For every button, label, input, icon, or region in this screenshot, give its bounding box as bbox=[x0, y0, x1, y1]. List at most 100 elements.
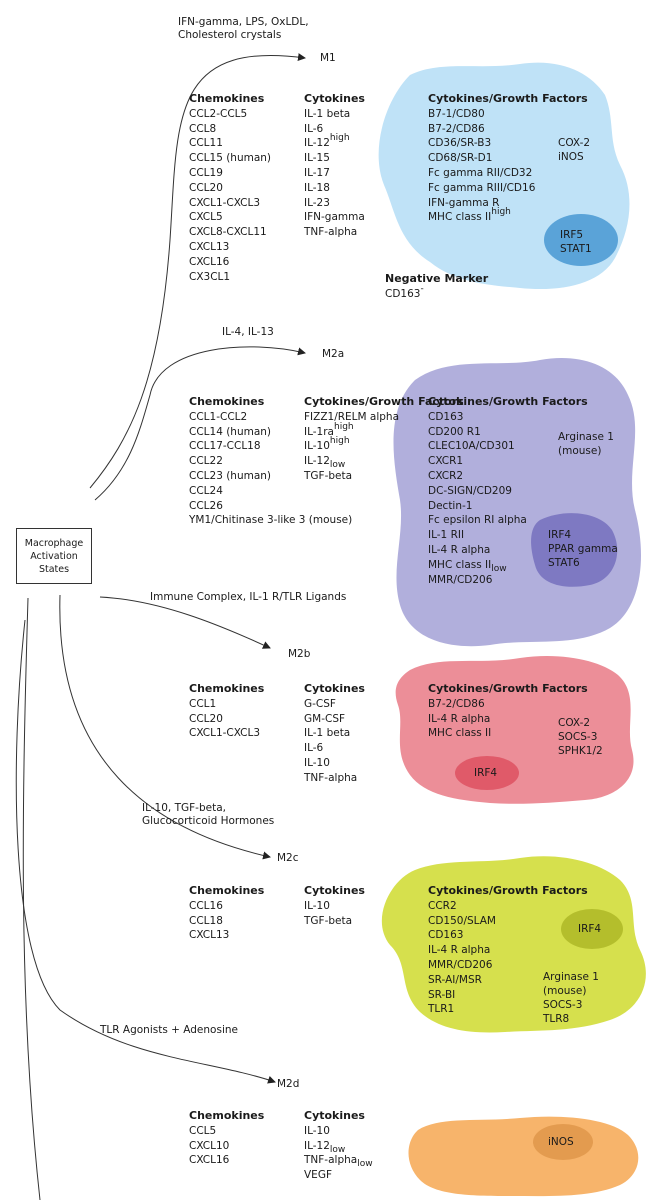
m2c-cytokines-header: Cytokines bbox=[304, 884, 365, 897]
m2d-il12-mark: low bbox=[329, 1144, 346, 1155]
m2a-growth-item: MHC class IIlow bbox=[428, 558, 588, 574]
m1-cytokine: TNF-alpha bbox=[304, 226, 358, 239]
m1-chemokine: CXCL5 bbox=[189, 211, 223, 224]
m2a-right-items: Arginase 1 (mouse) bbox=[558, 430, 614, 458]
m2b-growth-list: Cytokines/Growth Factors B7-2/CD86 IL-4 … bbox=[428, 682, 588, 741]
m2a-growth-item: CD200 R1 bbox=[428, 425, 481, 438]
m2a-right-item: (mouse) bbox=[558, 445, 602, 457]
m1-growth-mhc: MHC class II bbox=[428, 211, 492, 224]
m2b-label: M2b bbox=[288, 648, 311, 660]
m2c-stimuli-line-2: Glucocorticoid Hormones bbox=[142, 815, 275, 827]
m2b-cytokine: IL-10 bbox=[304, 756, 330, 769]
m1-nucleus: IRF5 STAT1 bbox=[560, 228, 592, 256]
m2c-cell bbox=[381, 856, 646, 1033]
m2b-stimuli: Immune Complex, IL-1 R/TLR Ligands bbox=[150, 591, 346, 604]
m2b-cytokines-list: Cytokines G-CSF GM-CSF IL-1 beta IL-6 IL… bbox=[304, 682, 365, 786]
m2a-chemokines-list: Chemokines CCL1-CCL2 CCL14 (human) CCL17… bbox=[189, 395, 352, 528]
m2a-chemokine: CCL14 (human) bbox=[189, 425, 272, 438]
main-label-line-1: Macrophage bbox=[24, 537, 84, 549]
m2b-right-item: SPHK1/2 bbox=[558, 745, 603, 757]
m2c-stimuli-line-1: IL-10, TGF-beta, bbox=[142, 802, 226, 814]
m1-right-items: COX-2 iNOS bbox=[558, 136, 590, 164]
m2b-chemokine: CCL20 bbox=[189, 712, 223, 725]
m2b-right-items: COX-2 SOCS-3 SPHK1/2 bbox=[558, 716, 603, 758]
m2d-label: M2d bbox=[277, 1078, 300, 1090]
m2c-chemokines-header: Chemokines bbox=[189, 884, 265, 897]
m1-chemokine: CXCL13 bbox=[189, 240, 230, 253]
m2a-mhc-mark: low bbox=[491, 563, 507, 574]
main-label-line-2: Activation bbox=[30, 550, 78, 562]
m2c-growth-item: MMR/CD206 bbox=[428, 958, 493, 971]
m1-label: M1 bbox=[320, 52, 336, 64]
m1-growth-item: Fc gamma RIII/CD16 bbox=[428, 181, 536, 194]
m2a-il1ra-mark: high bbox=[333, 421, 354, 432]
m2a-chemokine: YM1/Chitinase 3-like 3 (mouse) bbox=[189, 514, 353, 527]
m2d-cytokine: IL-12low bbox=[304, 1139, 373, 1155]
m1-negative-sup: - bbox=[420, 283, 424, 294]
m1-stimuli-line-2: Cholesterol crystals bbox=[178, 29, 282, 41]
m2a-chemokine: CCL22 bbox=[189, 455, 223, 468]
m2b-growth-header: Cytokines/Growth Factors bbox=[428, 682, 588, 695]
m2b-cytokine: GM-CSF bbox=[304, 712, 346, 725]
m2b-cytokines-header: Cytokines bbox=[304, 682, 365, 695]
m2a-stimuli: IL-4, IL-13 bbox=[222, 326, 274, 339]
m2a-growth-item: DC-SIGN/CD209 bbox=[428, 484, 512, 497]
m1-growth-item: CD36/SR-B3 bbox=[428, 137, 492, 150]
m2c-stimuli: IL-10, TGF-beta, Glucocorticoid Hormones bbox=[142, 802, 274, 828]
m2d-nucleus: iNOS bbox=[548, 1135, 574, 1149]
m1-growth-item: Fc gamma RII/CD32 bbox=[428, 166, 533, 179]
m2b-cytokine: IL-6 bbox=[304, 742, 324, 755]
m2b-nucleus-item: IRF4 bbox=[474, 767, 498, 779]
m2b-nucleus-shape bbox=[455, 756, 519, 790]
m2c-right-item: Arginase 1 bbox=[543, 971, 599, 983]
m2a-chemokine: CCL1-CCL2 bbox=[189, 410, 248, 423]
m2c-chemokine: CCL18 bbox=[189, 914, 223, 927]
m2a-growth-item: IL-1 RII bbox=[428, 529, 465, 542]
m2b-cell bbox=[395, 655, 634, 804]
m2c-growth-list: Cytokines/Growth Factors CCR2 CD150/SLAM… bbox=[428, 884, 588, 1017]
m2a-nucleus-item: IRF4 bbox=[548, 529, 572, 541]
m2c-nucleus-shape bbox=[561, 909, 623, 949]
m2d-cytokine: VEGF bbox=[304, 1169, 332, 1182]
m2c-right-item: (mouse) bbox=[543, 985, 587, 997]
m2a-growth-header: Cytokines/Growth Factors bbox=[428, 395, 588, 408]
m1-negative-header: Negative Marker bbox=[385, 272, 489, 285]
m1-negative-item: CD163 bbox=[385, 287, 421, 300]
m2d-cytokine: TNF-alphalow bbox=[304, 1153, 373, 1169]
m2a-cytokines-list: Cytokines/Growth Factors FIZZ1/RELM alph… bbox=[304, 395, 464, 484]
m2c-growth-item: CCR2 bbox=[428, 899, 457, 912]
m2b-growth-item: MHC class II bbox=[428, 727, 492, 740]
m2a-chemokine: CCL26 bbox=[189, 499, 223, 512]
curve-to-m2b bbox=[99, 596, 271, 649]
m2d-chemokine: CXCL16 bbox=[189, 1154, 230, 1167]
m1-growth-list: Cytokines/Growth Factors B7-1/CD80 B7-2/… bbox=[428, 92, 588, 225]
m2c-cytokine: TGF-beta bbox=[304, 914, 353, 927]
m2b-cytokine: TNF-alpha bbox=[304, 771, 358, 784]
m2a-nucleus: IRF4 PPAR gamma STAT6 bbox=[548, 528, 618, 570]
m2a-il12-mark: low bbox=[329, 460, 346, 471]
m1-stimuli-line-1: IFN-gamma, LPS, OxLDL, bbox=[178, 16, 309, 28]
m2c-chemokine: CCL16 bbox=[189, 899, 223, 912]
m2d-nucleus-shape bbox=[533, 1124, 593, 1160]
m2a-growth-list: Cytokines/Growth Factors CD163 CD200 R1 … bbox=[428, 395, 588, 587]
m2a-cytokine-il12: IL-12 bbox=[304, 455, 330, 468]
m1-growth-header: Cytokines/Growth Factors bbox=[428, 92, 588, 105]
m2a-chemokine: CCL17-CCL18 bbox=[189, 440, 261, 453]
m1-growth-item: IFN-gamma R bbox=[428, 196, 500, 209]
m2a-nucleus-item: STAT6 bbox=[548, 557, 580, 569]
m1-chemokines-header: Chemokines bbox=[189, 92, 265, 105]
m2c-cytokines-list: Cytokines IL-10 TGF-beta bbox=[304, 884, 365, 928]
m2d-nucleus-item: iNOS bbox=[548, 1136, 574, 1148]
m1-right-item: iNOS bbox=[558, 151, 584, 163]
m1-cytokine: IL-12high bbox=[304, 133, 365, 151]
m2c-right-items: Arginase 1 (mouse) SOCS-3 TLR8 bbox=[543, 970, 599, 1026]
m2c-right-item: SOCS-3 bbox=[543, 999, 583, 1011]
m2a-cytokine: IL-12low bbox=[304, 454, 464, 471]
m2d-chemokine: CCL5 bbox=[189, 1124, 217, 1137]
m2b-growth-item: IL-4 R alpha bbox=[428, 712, 491, 725]
curve-to-m2d bbox=[15, 619, 276, 1084]
m2a-growth-item: CXCR1 bbox=[428, 455, 464, 468]
main-label-line-3: States bbox=[38, 563, 70, 575]
m2b-nucleus: IRF4 bbox=[474, 766, 497, 780]
